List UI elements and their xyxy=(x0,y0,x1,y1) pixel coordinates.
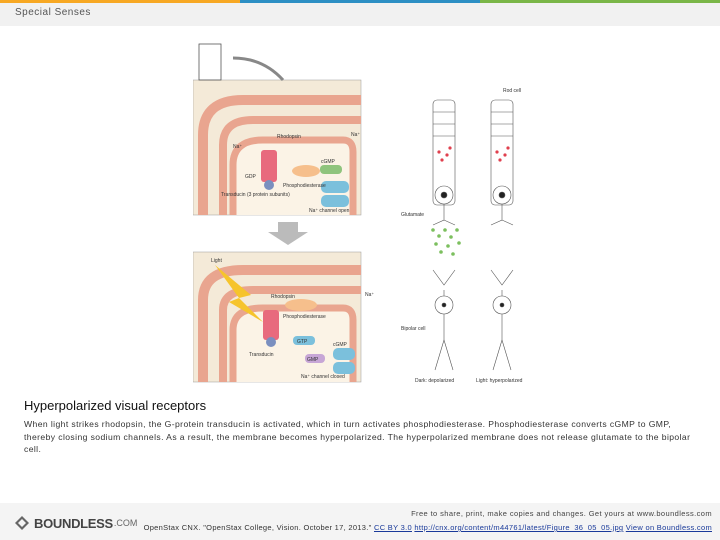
section-title: Special Senses xyxy=(15,7,91,18)
label-gdp: GDP xyxy=(245,174,257,180)
label-phosphodiesterase: Phosphodiesterase xyxy=(283,183,326,189)
logo-word: BOUNDLESS xyxy=(34,515,113,531)
label-na: Na⁺ xyxy=(233,144,242,150)
label-rod-cell: Rod cell xyxy=(503,88,521,94)
light-bolt-icon xyxy=(215,265,263,322)
na-channel-open-shape xyxy=(321,181,349,193)
rod-cell-diagram xyxy=(432,99,514,371)
content-title: Hyperpolarized visual receptors xyxy=(24,398,207,413)
boundless-logo[interactable]: BOUNDLESS.COM xyxy=(14,515,137,531)
down-arrow-icon xyxy=(268,222,308,245)
dark-state-panel: Rhodopsin GDP cGMP Phosphodiesterase Tra… xyxy=(193,79,362,216)
rhodopsin-shape xyxy=(261,150,277,182)
source-link[interactable]: http://cnx.org/content/m44761/latest/Fig… xyxy=(414,523,624,532)
label-gtp: GTP xyxy=(297,339,308,345)
label-rhodopsin: Rhodopsin xyxy=(271,294,295,300)
light-state-panel: Light Rhodopsin Phosphodiesterase Transd… xyxy=(193,251,374,383)
logo-suffix: .COM xyxy=(113,518,138,528)
label-na-channel-open: Na⁺ channel open xyxy=(309,208,350,214)
transducin-shape xyxy=(264,180,274,190)
label-na: Na⁺ xyxy=(351,132,360,138)
label-cgmp: cGMP xyxy=(321,159,336,165)
footer-bar xyxy=(0,503,720,540)
view-on-boundless-link[interactable]: View on Boundless.com xyxy=(625,523,712,532)
label-dark-depolarized: Dark: depolarized xyxy=(415,378,454,384)
accent-blue xyxy=(240,0,480,3)
label-na: Na⁺ xyxy=(365,292,374,298)
license-link[interactable]: CC BY 3.0 xyxy=(373,523,412,532)
label-transducin: Transducin xyxy=(249,352,274,358)
boundless-logo-icon xyxy=(15,516,29,530)
red-dots xyxy=(437,146,510,162)
top-accent-bar xyxy=(0,0,720,3)
label-phosphodiesterase: Phosphodiesterase xyxy=(283,314,326,320)
label-gmp: GMP xyxy=(307,357,319,363)
header-bar: Special Senses xyxy=(0,3,720,26)
cgmp-shape xyxy=(320,165,342,174)
label-bipolar-cell: Bipolar cell xyxy=(401,326,425,332)
label-na-channel-closed: Na⁺ channel closed xyxy=(301,374,345,380)
label-light-hyperpolarized: Light: hyperpolarized xyxy=(476,378,523,384)
zoom-arrow-icon xyxy=(232,56,285,82)
accent-green xyxy=(480,0,720,3)
label-rhodopsin: Rhodopsin xyxy=(277,134,301,140)
free-to-share-text: Free to share, print, make copies and ch… xyxy=(411,509,712,518)
accent-orange xyxy=(0,0,240,3)
attribution-prefix: OpenStax CNX. "OpenStax College, Vision.… xyxy=(143,523,372,532)
label-transducin: Transducin (3 protein subunits) xyxy=(221,192,290,198)
glutamate-dots xyxy=(431,228,461,256)
label-cgmp: cGMP xyxy=(333,342,348,348)
content-description: When light strikes rhodopsin, the G-prot… xyxy=(24,419,691,454)
label-light: Light xyxy=(211,258,222,264)
attribution: OpenStax CNX. "OpenStax College, Vision.… xyxy=(144,523,712,532)
photoreceptor-figure: Rhodopsin GDP cGMP Phosphodiesterase Tra… xyxy=(193,43,523,384)
rod-thumbnail-icon xyxy=(198,43,222,81)
phosphodiesterase-shape xyxy=(292,165,320,177)
label-glutamate: Glutamate xyxy=(401,212,424,218)
